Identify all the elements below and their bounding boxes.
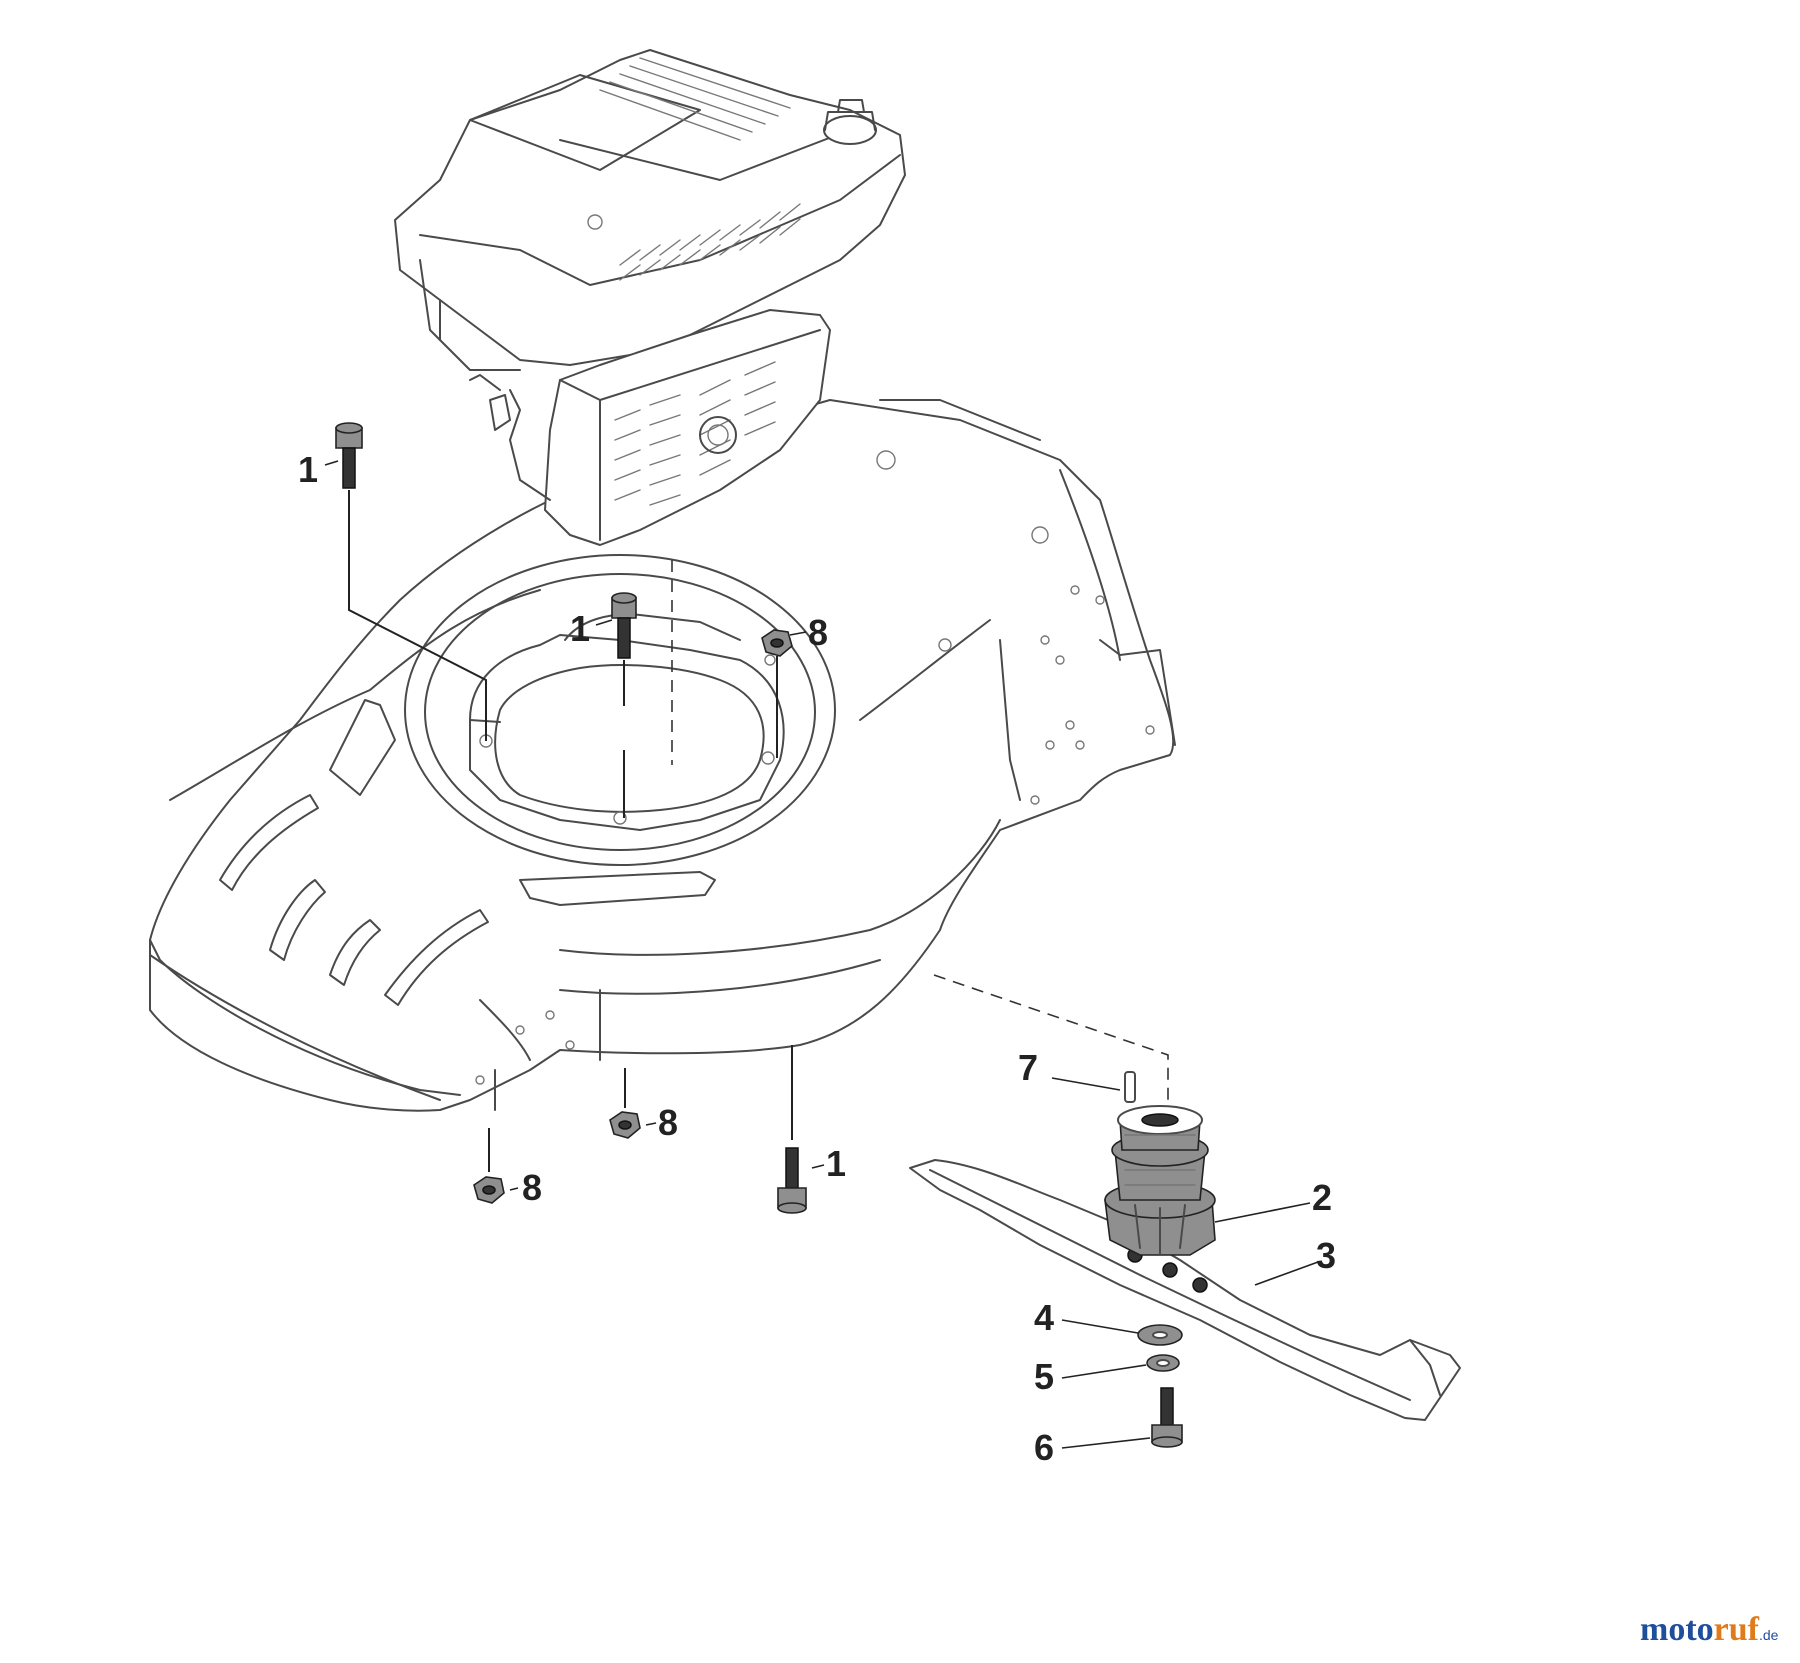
callout-3: 3 [1316, 1235, 1336, 1276]
nut-lower-left [473, 1176, 505, 1204]
bolt-upper-left [335, 422, 363, 489]
callout-8-upper-right: 8 [808, 612, 828, 653]
callout-5: 5 [1034, 1356, 1054, 1397]
callout-7: 7 [1018, 1047, 1038, 1088]
watermark-part1: moto [1640, 1611, 1714, 1648]
bolt-upper-center [611, 592, 637, 659]
blade-bolt [1151, 1387, 1183, 1448]
svg-text:motoruf.de: motoruf.de [1640, 1611, 1779, 1648]
callout-2: 2 [1312, 1177, 1332, 1218]
callout-1-upper-center: 1 [570, 608, 590, 649]
bolt-lower [777, 1147, 807, 1214]
watermark-part2: ruf [1714, 1611, 1760, 1648]
callout-1-upper-left: 1 [298, 449, 318, 490]
leader-lines [324, 460, 1319, 1449]
washer-large [1137, 1324, 1183, 1346]
nut-lower-middle [609, 1111, 641, 1139]
callout-8-lower-left: 8 [522, 1167, 542, 1208]
washer-small [1146, 1354, 1180, 1372]
callout-6: 6 [1034, 1427, 1054, 1468]
assembly-lines [348, 490, 1169, 1172]
blade-assembly [909, 1071, 1461, 1421]
callout-4: 4 [1034, 1297, 1054, 1338]
nut-upper-right [761, 629, 793, 657]
engine [394, 49, 906, 546]
mower-deck [149, 399, 1176, 1112]
hardware [335, 422, 1183, 1448]
watermark-suffix: .de [1759, 1627, 1779, 1643]
callout-8-lower-middle: 8 [658, 1102, 678, 1143]
callout-labels: 1 1 1 2 3 4 5 6 7 8 8 8 [298, 449, 1336, 1468]
callout-1-lower: 1 [826, 1143, 846, 1184]
watermark-logo: motoruf.de [1640, 1611, 1779, 1648]
